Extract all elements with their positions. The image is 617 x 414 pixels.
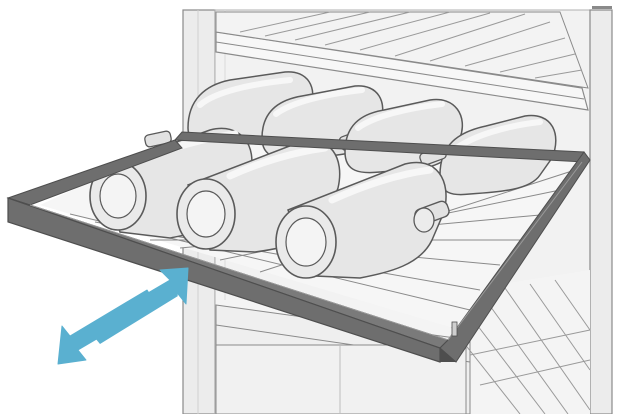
bottle-front-3 [275,161,447,279]
top-shelf [215,11,589,111]
drawer-frame [6,131,591,363]
double-headed-arrow-icon [57,267,189,365]
cabinet-right-wall [589,6,613,414]
bottle-front-4-neck [413,200,450,233]
